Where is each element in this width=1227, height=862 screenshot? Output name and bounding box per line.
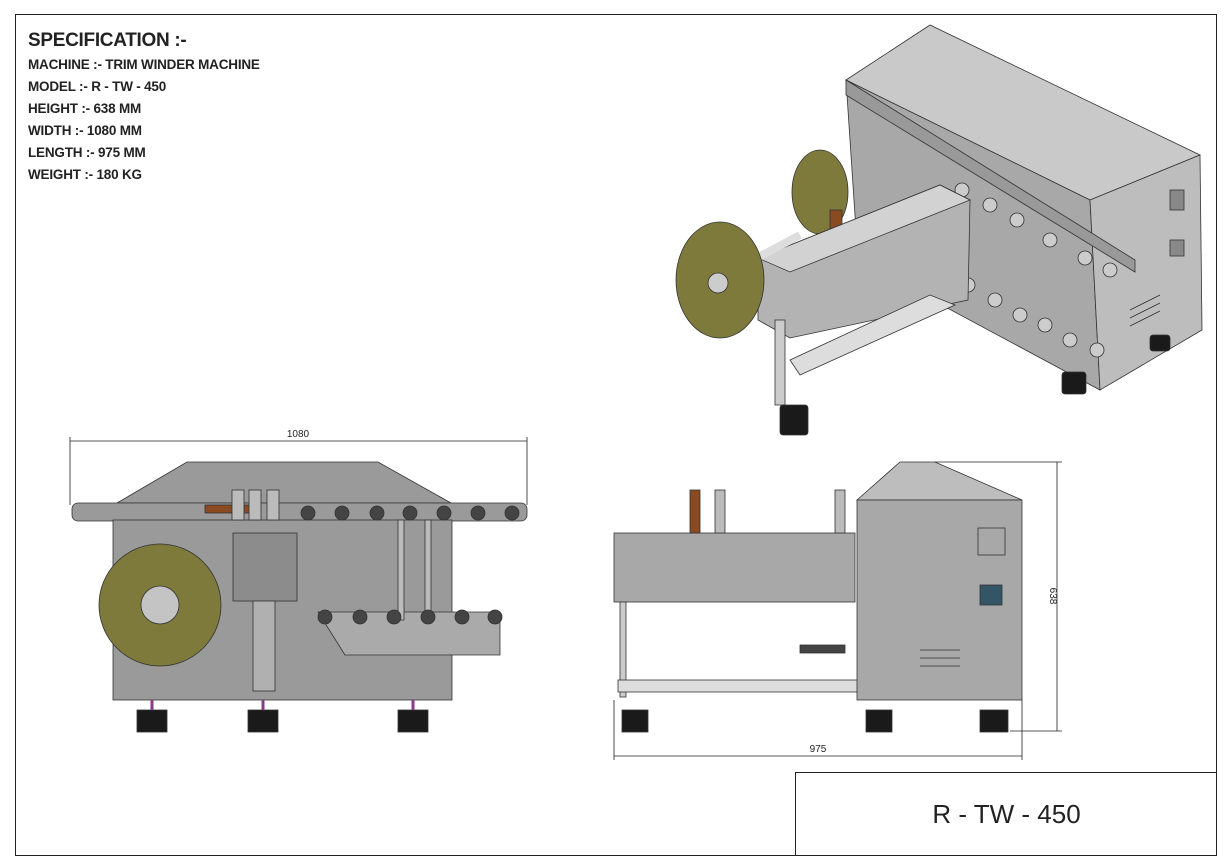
spec-model: MODEL :- R - TW - 450 (28, 79, 167, 94)
spec-length: LENGTH :- 975 MM (28, 145, 146, 160)
title-block: R - TW - 450 (795, 772, 1217, 856)
spec-height: HEIGHT :- 638 MM (28, 101, 142, 116)
spec-weight: WEIGHT :- 180 KG (28, 167, 142, 182)
specification-block: SPECIFICATION :- MACHINE :- TRIM WINDER … (28, 30, 260, 186)
height-dimension: 638 (1047, 588, 1058, 605)
specification-title: SPECIFICATION :- (28, 30, 187, 51)
front-view (69, 437, 528, 733)
isometric-view (675, 24, 1203, 436)
spec-width: WIDTH :- 1080 MM (28, 123, 142, 138)
length-dimension: 975 (810, 744, 827, 755)
spec-machine: MACHINE :- TRIM WINDER MACHINE (28, 57, 260, 72)
drawing-frame (15, 14, 1217, 856)
side-view (613, 461, 1062, 760)
width-dimension: 1080 (287, 429, 310, 440)
title-block-model: R - TW - 450 (932, 799, 1081, 829)
